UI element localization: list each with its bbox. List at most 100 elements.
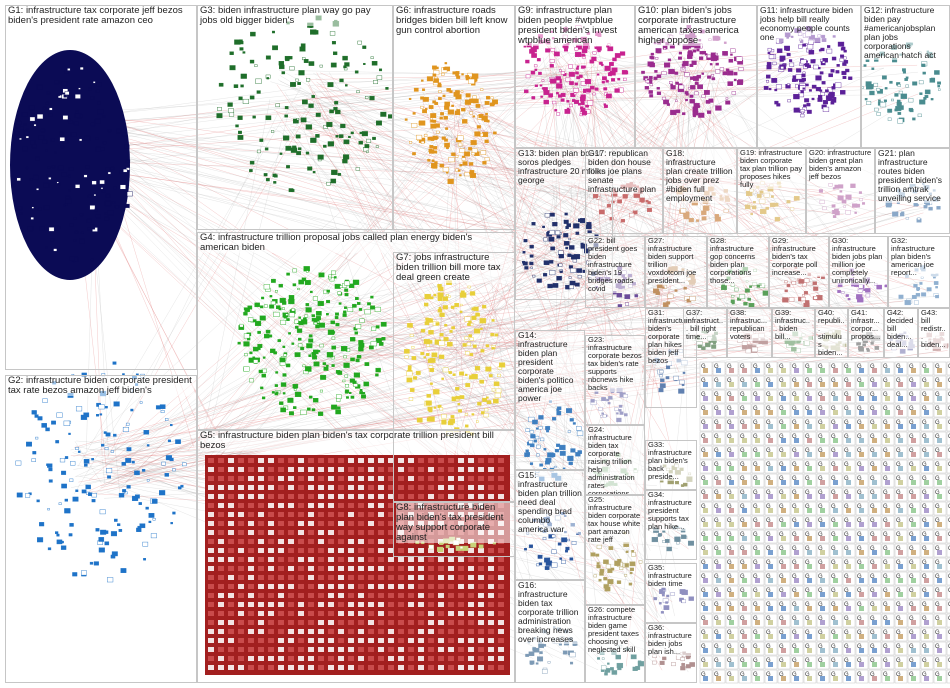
node [271, 30, 275, 34]
node [110, 166, 115, 171]
tiny-group-label: G [766, 644, 771, 650]
tiny-group-label: G [844, 504, 849, 510]
tiny-group-label: G [909, 392, 914, 398]
tiny-group-label: G [714, 574, 719, 580]
node [229, 51, 234, 55]
tiny-group-label: G [766, 532, 771, 538]
node [229, 65, 236, 71]
tiny-group-label: G [883, 490, 888, 496]
node [23, 130, 30, 136]
node [217, 107, 222, 111]
node [378, 68, 383, 72]
node [363, 381, 370, 387]
tiny-group-label: G [831, 378, 836, 384]
node [112, 361, 117, 365]
node [59, 137, 65, 142]
tiny-group-label: G [883, 378, 888, 384]
node [300, 117, 307, 123]
tiny-group-label: G [727, 546, 732, 552]
node [370, 56, 374, 59]
tiny-group-label: G [896, 420, 901, 426]
node [22, 146, 28, 152]
tiny-group-label: G [779, 392, 784, 398]
node [240, 73, 247, 79]
node [107, 129, 112, 133]
node [33, 174, 39, 180]
node [118, 528, 123, 532]
tiny-group-label: G [805, 518, 810, 524]
tiny-group-label: G [740, 532, 745, 538]
node [34, 414, 39, 418]
tiny-group-label: G [935, 364, 940, 370]
node [96, 82, 102, 87]
tiny-group-label: G [909, 602, 914, 608]
edge [203, 99, 271, 436]
node [57, 165, 64, 171]
tiny-group-label: G [805, 560, 810, 566]
node [43, 205, 50, 211]
tiny-group-label: G [935, 476, 940, 482]
tiny-group-label: G [714, 406, 719, 412]
node [122, 427, 129, 432]
tiny-group-label: G [727, 644, 732, 650]
node [110, 531, 118, 537]
edge [80, 125, 614, 274]
node [83, 459, 90, 464]
node [37, 207, 42, 211]
tiny-group-label: G [727, 518, 732, 524]
node [343, 139, 350, 145]
tiny-group-label: G [909, 420, 914, 426]
node [366, 138, 372, 143]
tiny-group-label: G [701, 462, 706, 468]
tiny-group-label: G [714, 462, 719, 468]
node [340, 123, 346, 129]
tiny-group-label: G [896, 378, 901, 384]
node [50, 238, 55, 242]
tiny-group-label: G [831, 476, 836, 482]
tiny-group-label: G [922, 392, 927, 398]
tiny-group-label: G [844, 434, 849, 440]
tiny-group-label: G [714, 378, 719, 384]
node [275, 371, 279, 374]
tiny-group-label: G [870, 518, 875, 524]
node [104, 216, 110, 221]
node [175, 439, 181, 444]
edge [224, 60, 550, 474]
node [57, 226, 61, 229]
tiny-group-label: G [883, 504, 888, 510]
node [139, 401, 143, 404]
edge [77, 150, 468, 356]
edge [585, 99, 894, 339]
tiny-group-label: G [909, 630, 914, 636]
tiny-group-label: G [714, 476, 719, 482]
node [113, 401, 120, 407]
tiny-group-label: G [922, 420, 927, 426]
node [370, 305, 375, 310]
tiny-group-label: G [753, 588, 758, 594]
tiny-group-label: G [727, 378, 732, 384]
tiny-group-label: G [779, 560, 784, 566]
tiny-group-label: G [844, 378, 849, 384]
edge [83, 267, 624, 457]
tiny-group-label: G [844, 476, 849, 482]
node [83, 412, 90, 418]
node [369, 95, 375, 101]
edge [70, 111, 896, 328]
edge [81, 147, 678, 655]
node [138, 502, 142, 505]
tiny-group-label: G [753, 448, 758, 454]
edge [295, 301, 606, 327]
tiny-group-label: G [766, 546, 771, 552]
node [337, 172, 342, 176]
node [302, 57, 306, 61]
tiny-group-label: G [805, 476, 810, 482]
node [50, 138, 55, 142]
tiny-group-label: G [883, 546, 888, 552]
node [293, 406, 297, 410]
tiny-group-label: G [870, 392, 875, 398]
tiny-group-label: G [922, 616, 927, 622]
edge [304, 120, 848, 322]
node [291, 189, 295, 192]
tiny-group-label: G [870, 476, 875, 482]
node [344, 62, 350, 67]
